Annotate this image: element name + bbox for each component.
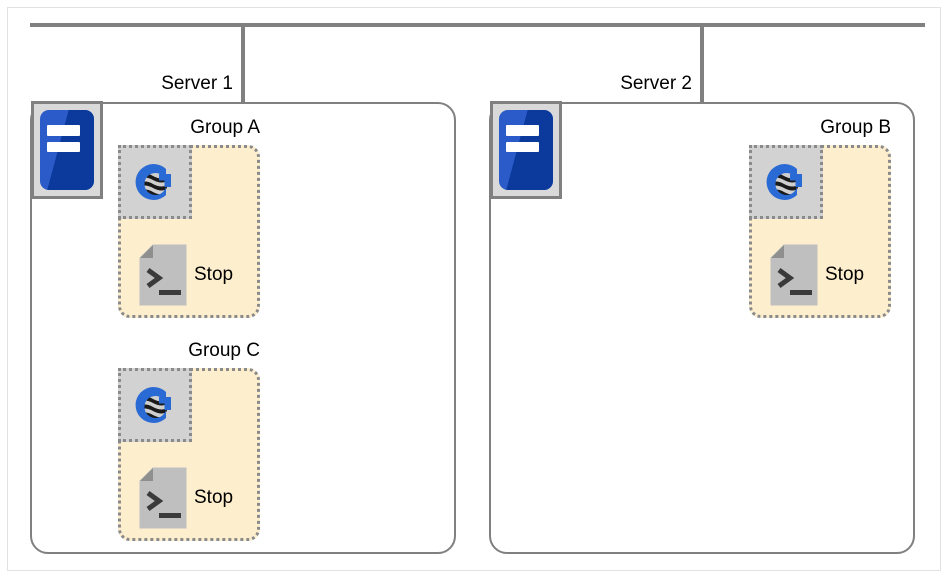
server-icon-bar-2 bbox=[506, 142, 540, 153]
cluster-globe-icon bbox=[135, 164, 171, 200]
script-terminal-icon bbox=[770, 244, 818, 306]
group-b-label: Group B bbox=[820, 117, 891, 138]
group-a-box[interactable]: Stop bbox=[118, 145, 260, 318]
header-horizontal-line bbox=[30, 23, 925, 27]
group-c-box[interactable]: Stop bbox=[118, 368, 260, 541]
group-a-cluster-icon[interactable] bbox=[118, 145, 192, 219]
group-c-label: Group C bbox=[188, 340, 260, 361]
group-b-stop-script[interactable]: Stop bbox=[770, 244, 864, 306]
group-c-stop-label: Stop bbox=[194, 487, 234, 508]
group-c-stop-script[interactable]: Stop bbox=[139, 467, 233, 529]
cluster-globe-icon bbox=[766, 164, 802, 200]
script-terminal-icon bbox=[139, 467, 187, 529]
server-2-label: Server 2 bbox=[620, 73, 692, 94]
server-icon-body bbox=[40, 110, 94, 190]
server-icon-body bbox=[499, 110, 553, 190]
group-a-label: Group A bbox=[190, 117, 260, 138]
group-c-cluster-icon[interactable] bbox=[118, 368, 192, 442]
script-terminal-icon bbox=[139, 244, 187, 306]
server-2-connector-line bbox=[700, 23, 704, 103]
cluster-globe-icon bbox=[135, 387, 171, 423]
server-1-connector-line bbox=[241, 23, 245, 103]
server-1-icon bbox=[31, 101, 103, 199]
group-a-stop-script[interactable]: Stop bbox=[139, 244, 233, 306]
server-icon-bar-2 bbox=[47, 142, 81, 153]
group-b-cluster-icon[interactable] bbox=[749, 145, 823, 219]
outer-frame bbox=[7, 7, 941, 571]
group-b-stop-label: Stop bbox=[825, 264, 865, 285]
group-a-stop-label: Stop bbox=[194, 264, 234, 285]
server-1-label: Server 1 bbox=[161, 73, 233, 94]
server-icon-bar-1 bbox=[47, 125, 81, 136]
server-icon-bar-1 bbox=[506, 125, 540, 136]
server-2-icon bbox=[490, 101, 562, 199]
group-b-box[interactable]: Stop bbox=[749, 145, 891, 318]
